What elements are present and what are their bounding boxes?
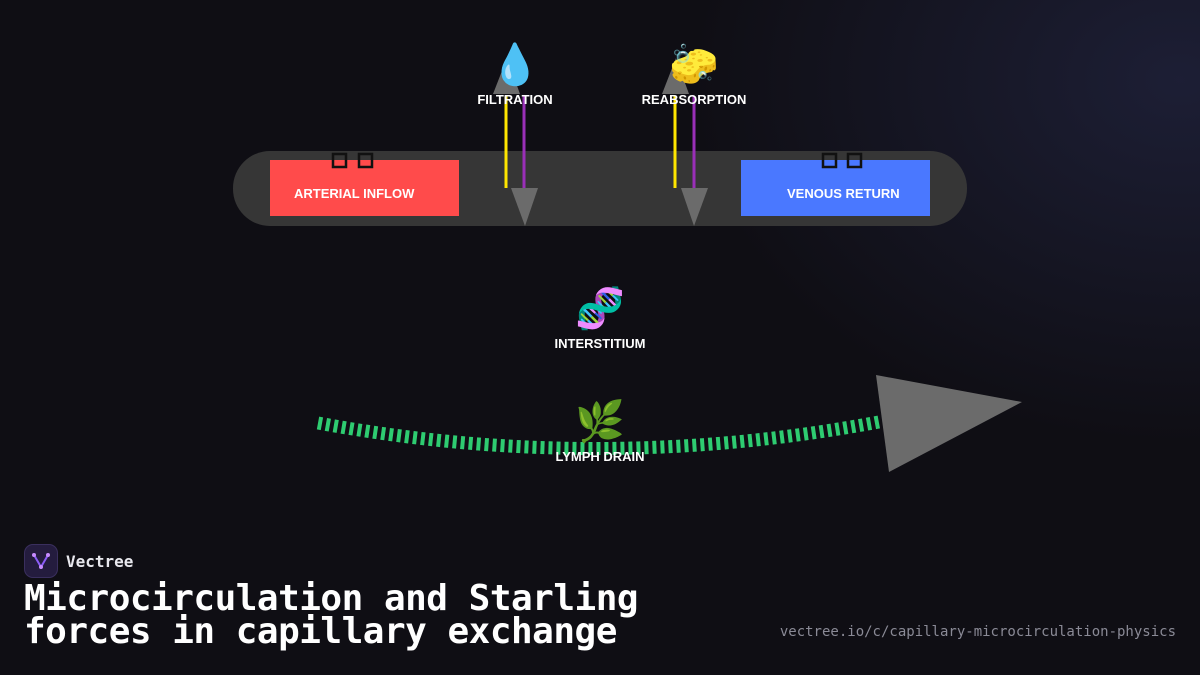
arterial-inflow-label: ARTERIAL INFLOW xyxy=(294,186,415,201)
venous-marker-icon xyxy=(821,152,838,169)
arterial-marker-icon xyxy=(357,152,374,169)
lymph-drain-path xyxy=(316,414,886,455)
vectree-logo-icon[interactable] xyxy=(24,544,58,578)
source-url[interactable]: vectree.io/c/capillary-microcirculation-… xyxy=(779,624,1176,640)
water-drop-icon: 💧 xyxy=(490,41,540,88)
reabsorption-label: REABSORPTION xyxy=(642,92,747,107)
reabsorption-arrow-down xyxy=(681,188,708,226)
arterial-inflow-box[interactable] xyxy=(270,160,459,216)
lymph-drain-label: LYMPH DRAIN xyxy=(555,449,644,464)
interstitium-label: INTERSTITIUM xyxy=(555,336,646,351)
reabsorption-arrow-up xyxy=(662,58,689,94)
filtration-arrow-up xyxy=(493,58,520,94)
filtration-label: FILTRATION xyxy=(477,92,552,107)
sponge-icon: 🧽 xyxy=(669,42,723,88)
filtration-arrow-down xyxy=(511,188,538,226)
lymph-drain-arrowhead xyxy=(876,375,1022,472)
brand: Vectree xyxy=(24,544,133,578)
page-title: Microcirculation and Starling forces in … xyxy=(24,578,639,652)
arterial-marker-icon xyxy=(331,152,348,169)
brand-name: Vectree xyxy=(66,551,134,571)
herb-icon: 🌿 xyxy=(575,398,625,445)
dna-icon: 🧬 xyxy=(575,284,625,332)
capillary-diagram: ARTERIAL INFLOW VENOUS RETURN 💧 FILTRATI… xyxy=(233,41,1022,472)
venous-return-label: VENOUS RETURN xyxy=(787,186,900,201)
venous-return-box[interactable] xyxy=(741,160,930,216)
venous-marker-icon xyxy=(846,152,863,169)
